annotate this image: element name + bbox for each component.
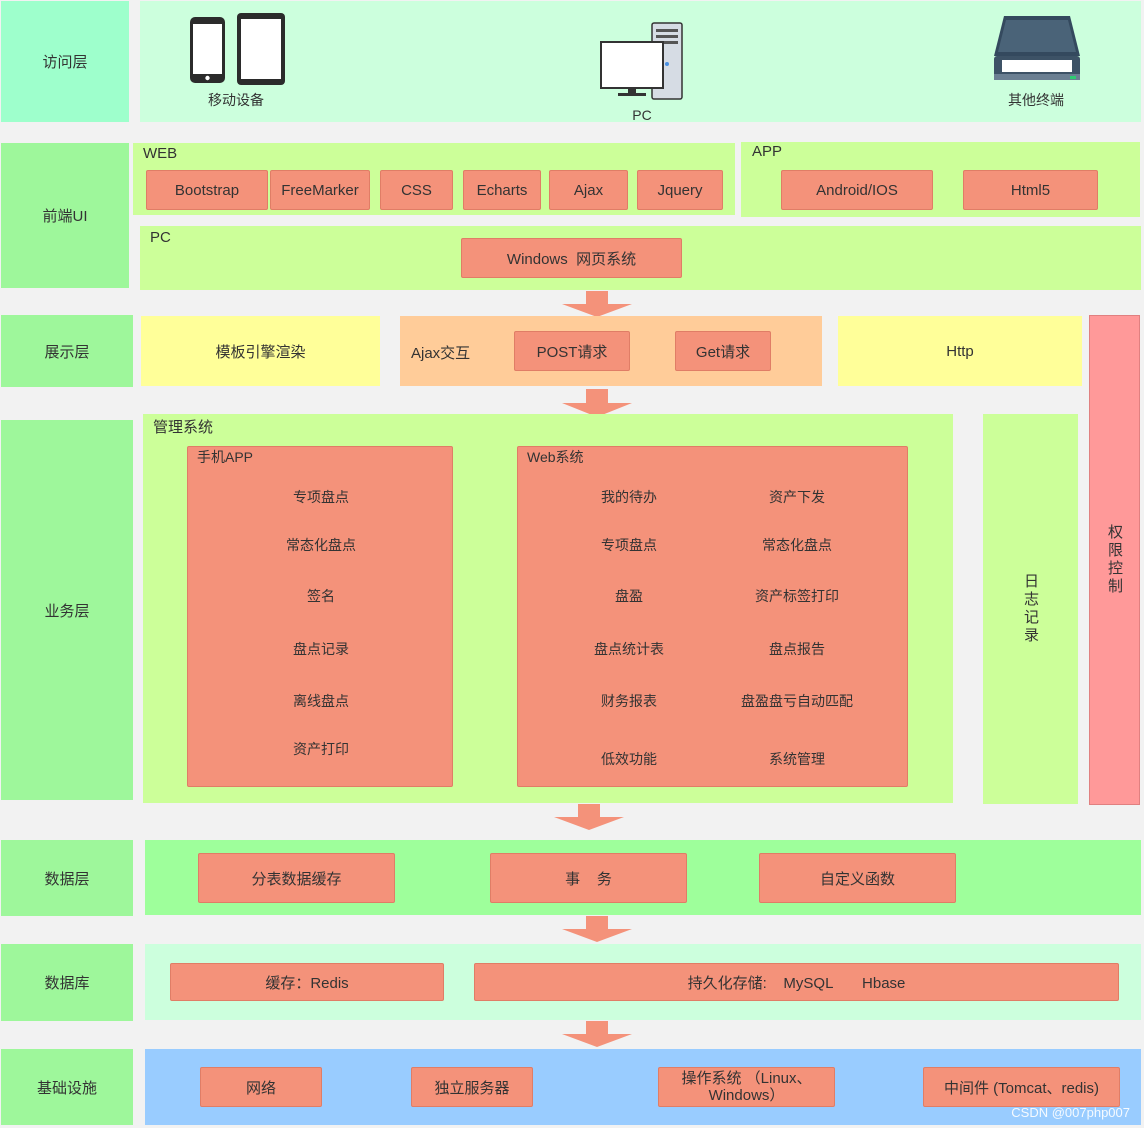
get-request-box: Get请求 [675,331,771,371]
down-arrow-3 [554,804,624,830]
web-system-panel [517,446,908,787]
template-engine-box: 模板引擎渲染 [141,316,380,386]
auth-control-box: 权限控制 [1089,315,1140,805]
mobile-devices-icon [190,13,285,85]
web-func-item: 低效功能 [601,751,657,767]
pc-icon [600,22,683,100]
db-persistent-storage: 持久化存储: MySQL Hbase [474,963,1119,1001]
infra-item-network: 网络 [200,1067,322,1107]
log-record-box: 日志记录 [983,414,1078,804]
web-func-item: 盘点报告 [769,641,825,657]
down-arrow-4 [562,916,632,942]
management-system-title: 管理系统 [153,419,214,436]
layer-label-frontend: 前端UI [1,143,129,288]
mobile-app-panel [187,446,453,787]
mobile-devices-label: 移动设备 [208,92,264,108]
app-func-item: 盘点记录 [293,641,349,657]
layer-label-database: 数据库 [1,944,133,1021]
web-system-title: Web系统 [527,449,584,465]
down-arrow-1 [562,291,632,317]
auth-control-label: 权限控制 [1106,524,1123,596]
layer-label-data: 数据层 [1,840,133,916]
pc-label: PC [632,107,652,123]
ajax-title: Ajax交互 [411,345,471,362]
layer-label-business: 业务层 [1,420,133,800]
http-box: Http [838,316,1082,386]
data-item-transaction: 事 务 [490,853,687,903]
log-record-label: 日志记录 [1022,573,1039,645]
web-func-item: 系统管理 [769,751,825,767]
scanner-icon [994,16,1080,80]
web-item-jquery: Jquery [637,170,723,210]
mobile-app-title: 手机APP [197,449,254,465]
down-arrow-5 [562,1021,632,1047]
web-func-item: 资产下发 [769,489,825,505]
web-item-ajax: Ajax [549,170,628,210]
web-title: WEB [143,145,178,162]
web-func-item: 常态化盘点 [762,537,832,553]
infra-item-os: 操作系统 （Linux、Windows） [658,1067,835,1107]
web-func-item: 盘盈盘亏自动匹配 [741,693,853,709]
layer-label-access: 访问层 [1,1,129,122]
layer-label-display: 展示层 [1,315,133,387]
web-func-item: 盘点统计表 [594,641,664,657]
web-item-echarts: Echarts [463,170,541,210]
app-func-item: 专项盘点 [293,489,349,505]
web-func-item: 盘盈 [615,588,643,604]
infra-item-server: 独立服务器 [411,1067,533,1107]
data-item-custom-function: 自定义函数 [759,853,956,903]
pc-title: PC [150,229,171,246]
pc-item-windows-web: Windows 网页系统 [461,238,682,278]
web-func-item: 专项盘点 [601,537,657,553]
db-cache-redis: 缓存：Redis [170,963,444,1001]
other-terminal-label: 其他终端 [1008,92,1064,108]
web-item-css: CSS [380,170,453,210]
web-item-bootstrap: Bootstrap [146,170,268,210]
down-arrow-2 [562,389,632,417]
app-title: APP [752,143,783,160]
infra-item-middleware: 中间件 (Tomcat、redis) [923,1067,1120,1107]
app-func-item: 常态化盘点 [286,537,356,553]
app-item-html5: Html5 [963,170,1098,210]
app-item-android-ios: Android/IOS [781,170,933,210]
app-func-item: 离线盘点 [293,693,349,709]
post-request-box: POST请求 [514,331,630,371]
app-func-item: 签名 [307,588,335,604]
web-func-item: 我的待办 [601,489,657,505]
app-func-item: 资产打印 [293,741,349,757]
web-func-item: 财务报表 [601,693,657,709]
web-func-item: 资产标签打印 [755,588,839,604]
web-item-freemarker: FreeMarker [270,170,370,210]
data-item-table-cache: 分表数据缓存 [198,853,395,903]
watermark: CSDN @007php007 [1011,1105,1130,1120]
layer-label-infra: 基础设施 [1,1049,133,1125]
